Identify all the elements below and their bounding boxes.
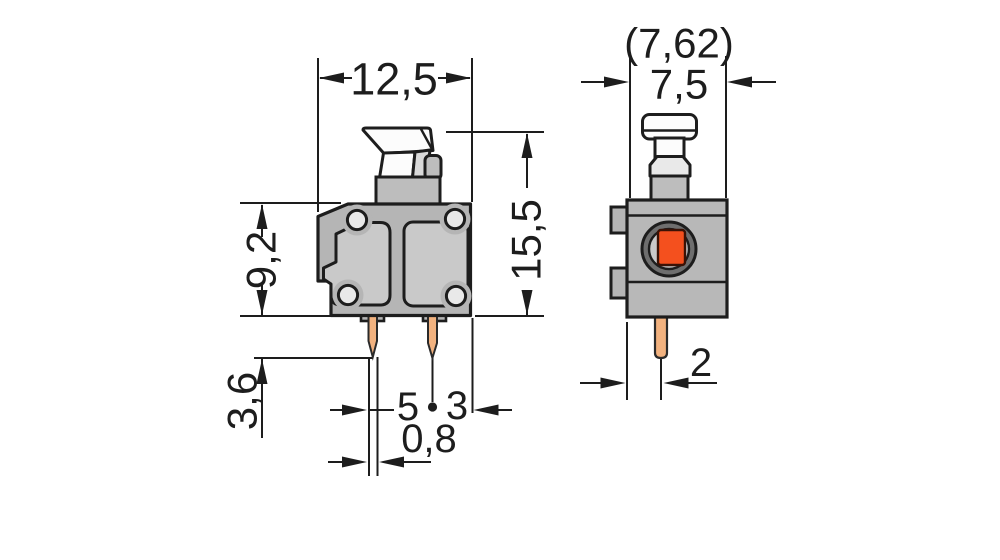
front-solder-pin bbox=[653, 312, 669, 360]
push-button-stem bbox=[378, 150, 417, 180]
dim-pitch-reference-label: (7,62) bbox=[624, 20, 734, 67]
dim-front-width-label: 7,5 bbox=[650, 61, 708, 108]
dim-side-width-label: 12,5 bbox=[350, 54, 438, 105]
solder-pin-left bbox=[367, 311, 378, 361]
front-push-button-neck bbox=[649, 174, 690, 204]
front-push-button-cap bbox=[641, 113, 698, 141]
pin-leader-dot bbox=[427, 402, 438, 412]
front-view: (7,62) 7,5 2 bbox=[580, 20, 776, 400]
push-button-cap-crease bbox=[419, 128, 434, 151]
rivet-hole bbox=[444, 284, 468, 308]
rivet-hole bbox=[345, 208, 369, 232]
dim-pin-length-label: 3,6 bbox=[219, 372, 266, 430]
front-push-button-collar bbox=[648, 155, 692, 178]
dim-pin-spacing-label: 5 bbox=[397, 385, 419, 429]
dim-total-height-label: 15,5 bbox=[503, 199, 550, 281]
dim-pin-width-label: 0,8 bbox=[401, 417, 457, 461]
push-button-cap bbox=[361, 126, 435, 155]
orange-button bbox=[656, 228, 687, 267]
solder-pin-right bbox=[427, 311, 438, 362]
side-view: 12,5 9,2 15,5 3,6 5 3 0,8 bbox=[219, 54, 550, 476]
front-housing-split-lines bbox=[627, 214, 727, 284]
rivet-holes bbox=[332, 203, 472, 312]
dim-housing-height-label: 9,2 bbox=[238, 231, 285, 289]
front-push-button-stem bbox=[653, 136, 686, 159]
front-view-dimension-lines bbox=[580, 56, 776, 400]
rivet-hole bbox=[443, 207, 467, 231]
dim-pin-offset-label: 2 bbox=[690, 341, 712, 385]
dim-pin-to-edge-label: 3 bbox=[446, 384, 468, 428]
rivet-hole bbox=[336, 283, 360, 307]
actuator-base-block bbox=[374, 175, 442, 207]
